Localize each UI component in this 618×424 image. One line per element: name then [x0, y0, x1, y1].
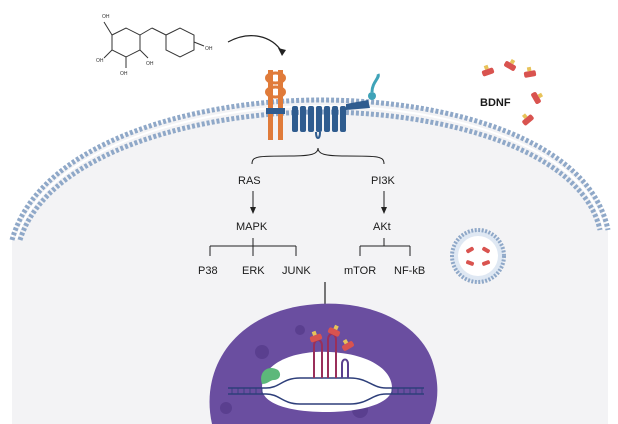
vesicle — [450, 228, 506, 284]
oh-label-2: OH — [96, 58, 104, 64]
mtor-label: mTOR — [344, 265, 376, 277]
oh-label-3: OH — [120, 71, 128, 77]
erk-label: ERK — [242, 265, 265, 277]
oh-label-5: OH — [205, 46, 213, 52]
nfkb-label: NF-kB — [394, 265, 425, 277]
bdnf-label: BDNF — [480, 97, 511, 109]
branch-bracket — [251, 147, 385, 165]
pi3k-arrow-head — [381, 207, 387, 214]
binding-arrow-head — [278, 48, 286, 56]
cell-membrane-outer — [9, 97, 611, 241]
blue-receptor — [292, 73, 380, 139]
transcription-factors — [309, 324, 354, 351]
cell-membrane-inner — [17, 109, 603, 241]
ras-arrow-head — [250, 207, 256, 214]
cell-cytoplasm — [12, 100, 608, 424]
mapk-label: MAPK — [236, 221, 268, 233]
akt-label: AKt — [373, 221, 391, 233]
polymerase — [261, 367, 281, 384]
ras-label: RAS — [238, 175, 261, 187]
oh-label-4: OH — [146, 61, 154, 67]
orange-receptor — [265, 70, 286, 140]
mapk-branch — [209, 238, 297, 256]
junk-label: JUNK — [282, 265, 311, 277]
dna-rungs — [231, 388, 423, 394]
bdnf-ligands — [481, 58, 544, 126]
small-molecule — [103, 21, 205, 68]
pi3k-label: PI3K — [371, 175, 396, 187]
dna-strand — [228, 377, 424, 405]
p38-label: P38 — [198, 265, 218, 277]
akt-branch — [359, 238, 411, 256]
oh-label-1: OH — [102, 14, 110, 20]
binding-arrow — [227, 35, 283, 53]
